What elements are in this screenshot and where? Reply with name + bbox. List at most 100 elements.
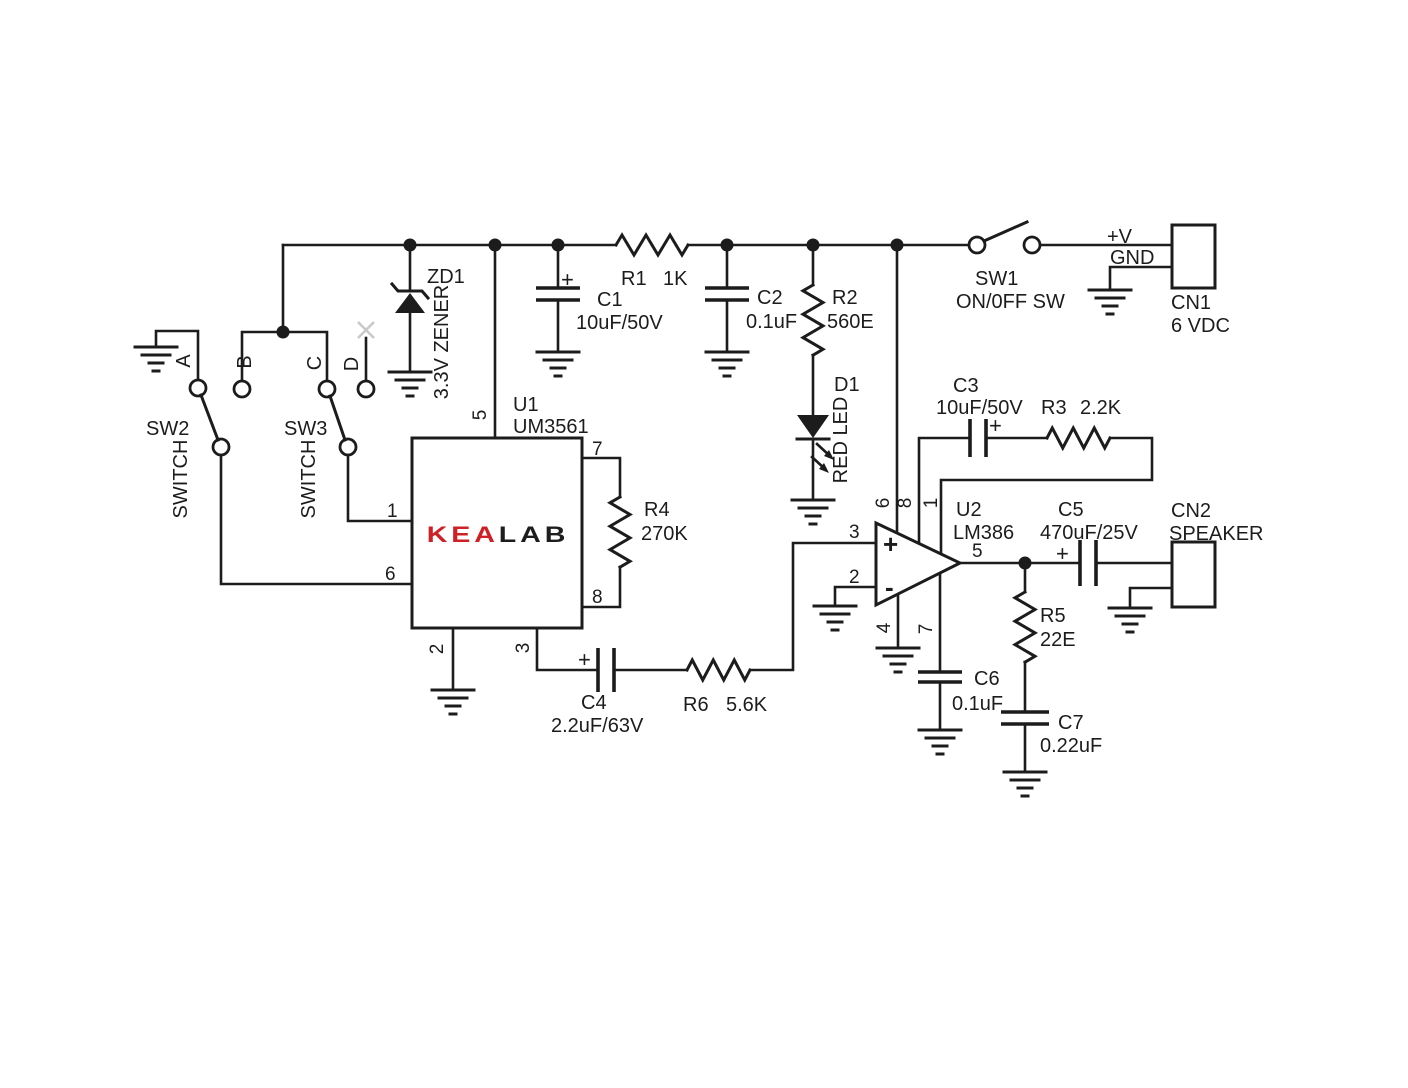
c7-value-label: 0.22uF: [1040, 735, 1102, 757]
ground-symbol: [1087, 288, 1133, 316]
c2-ref-label: C2: [757, 287, 783, 309]
c5-value-label: 470uF/25V: [1040, 522, 1139, 544]
zener-diode-symbol: [389, 281, 431, 313]
terminal-a-label: A: [173, 354, 195, 368]
wire-cn1-gnd: [1108, 265, 1174, 292]
logo-lab-text: LAB: [499, 523, 569, 547]
switch-sw1-symbol: [967, 220, 1042, 255]
opamp-inverting-mark: -: [885, 572, 894, 602]
ground-symbol: [790, 498, 836, 526]
junction-dot: [276, 325, 290, 339]
u1-pin3-label: 3: [513, 643, 534, 654]
r3-ref-label: R3: [1041, 397, 1067, 419]
capacitor-symbols: [536, 286, 1098, 726]
terminal-d-circle: [356, 321, 376, 399]
wire-r4-loop: [580, 456, 622, 609]
c1-value-label: 10uF/50V: [576, 312, 663, 334]
capacitor-c6-symbol: [918, 670, 962, 684]
u2-opamp-triangle: [874, 520, 964, 608]
junction-dot: [551, 238, 565, 252]
c5-ref-label: C5: [1058, 499, 1084, 521]
kealab-logo: KEALAB: [427, 523, 570, 547]
sw1-ref-label: SW1: [975, 268, 1018, 290]
resistor-r3-symbol: [1044, 424, 1113, 452]
terminal-b-label: B: [234, 355, 256, 368]
cn1-ref-label: CN1: [1171, 292, 1211, 314]
junction-dot: [403, 238, 417, 252]
wire-sw3-to-pin1: [346, 453, 414, 523]
d1-ref-label: D1: [834, 374, 860, 396]
switch-sw3-symbol: [232, 379, 358, 457]
cn2-value-label: SPEAKER: [1169, 523, 1263, 545]
c1-ref-label: C1: [597, 289, 623, 311]
wire-pin3-c4-r6-input: [535, 541, 878, 672]
cn2-ref-label: CN2: [1171, 500, 1211, 522]
c2-value-label: 0.1uF: [746, 311, 797, 333]
opamp-noninverting-mark: +: [883, 529, 898, 559]
d1-value-label: RED LED: [830, 397, 852, 484]
c1-plus-mark: +: [561, 267, 574, 292]
u1-pin6-label: 6: [385, 564, 396, 585]
gnd-label: GND: [1110, 247, 1154, 269]
ground-symbol: [917, 728, 963, 756]
u1-pin5-label: 5: [470, 410, 491, 421]
u2-pin4-label: 4: [874, 622, 895, 633]
resistor-r4-symbol: [607, 494, 633, 570]
wire-cn2-gnd: [1128, 586, 1174, 610]
junction-dots: [276, 238, 1032, 570]
sw2-value-label: SWITCH: [170, 440, 192, 519]
terminal-c-label: C: [304, 356, 326, 370]
zd1-ref-label: ZD1: [427, 266, 465, 288]
ground-symbol: [1107, 606, 1153, 634]
u2-pin5-label: 5: [972, 541, 983, 562]
c7-ref-label: C7: [1058, 712, 1084, 734]
cn1-connector-body: [1170, 223, 1217, 290]
c6-value-label: 0.1uF: [952, 693, 1003, 715]
u1-pin2-label: 2: [427, 644, 448, 655]
wire-gain-feedback: [917, 436, 1154, 556]
r1-value-label: 1K: [663, 268, 688, 290]
switch-sw2-symbol: [188, 378, 231, 457]
c4-plus-mark: +: [578, 647, 591, 672]
ground-symbol: [387, 370, 433, 398]
junction-dot: [488, 238, 502, 252]
c4-ref-label: C4: [581, 692, 607, 714]
capacitor-c1-symbol: [536, 286, 580, 302]
u2-pin1-label: 1: [921, 498, 942, 509]
sw2-ref-label: SW2: [146, 418, 189, 440]
u2-pin8-label: 8: [895, 498, 916, 509]
u1-pin8-label: 8: [592, 587, 603, 608]
resistor-symbols: [607, 232, 1113, 684]
resistor-r1-symbol: [613, 232, 691, 258]
cn1-value-label: 6 VDC: [1171, 315, 1230, 337]
u2-ref-label: U2: [956, 499, 982, 521]
capacitor-c7-symbol: [1001, 710, 1049, 726]
c6-ref-label: C6: [974, 668, 1000, 690]
r1-ref-label: R1: [621, 268, 647, 290]
sw3-ref-label: SW3: [284, 418, 327, 440]
ground-symbol: [704, 350, 750, 378]
capacitor-c4-symbol: [596, 648, 616, 692]
r5-ref-label: R5: [1040, 605, 1066, 627]
r5-value-label: 22E: [1040, 629, 1076, 651]
r2-ref-label: R2: [832, 287, 858, 309]
logo-kea-text: KEA: [427, 523, 499, 547]
resistor-r6-symbol: [684, 656, 753, 684]
u1-ref-label: U1: [513, 394, 539, 416]
u2-pin2-label: 2: [849, 567, 860, 588]
r6-value-label: 5.6K: [726, 694, 768, 716]
r6-ref-label: R6: [683, 694, 709, 716]
sw1-value-label: ON/0FF SW: [956, 291, 1065, 313]
no-connect-x-icon: [357, 321, 375, 339]
ground-symbol: [1002, 770, 1048, 798]
junction-dot: [1018, 556, 1032, 570]
ground-symbol: [875, 646, 921, 674]
c5-plus-mark: +: [1056, 541, 1069, 566]
u1-pin7-label: 7: [592, 439, 603, 460]
wire-terminal-a: [154, 329, 200, 382]
resistor-r2-symbol: [800, 282, 826, 358]
junction-dot: [806, 238, 820, 252]
u2-pin7-label: 7: [916, 624, 937, 635]
